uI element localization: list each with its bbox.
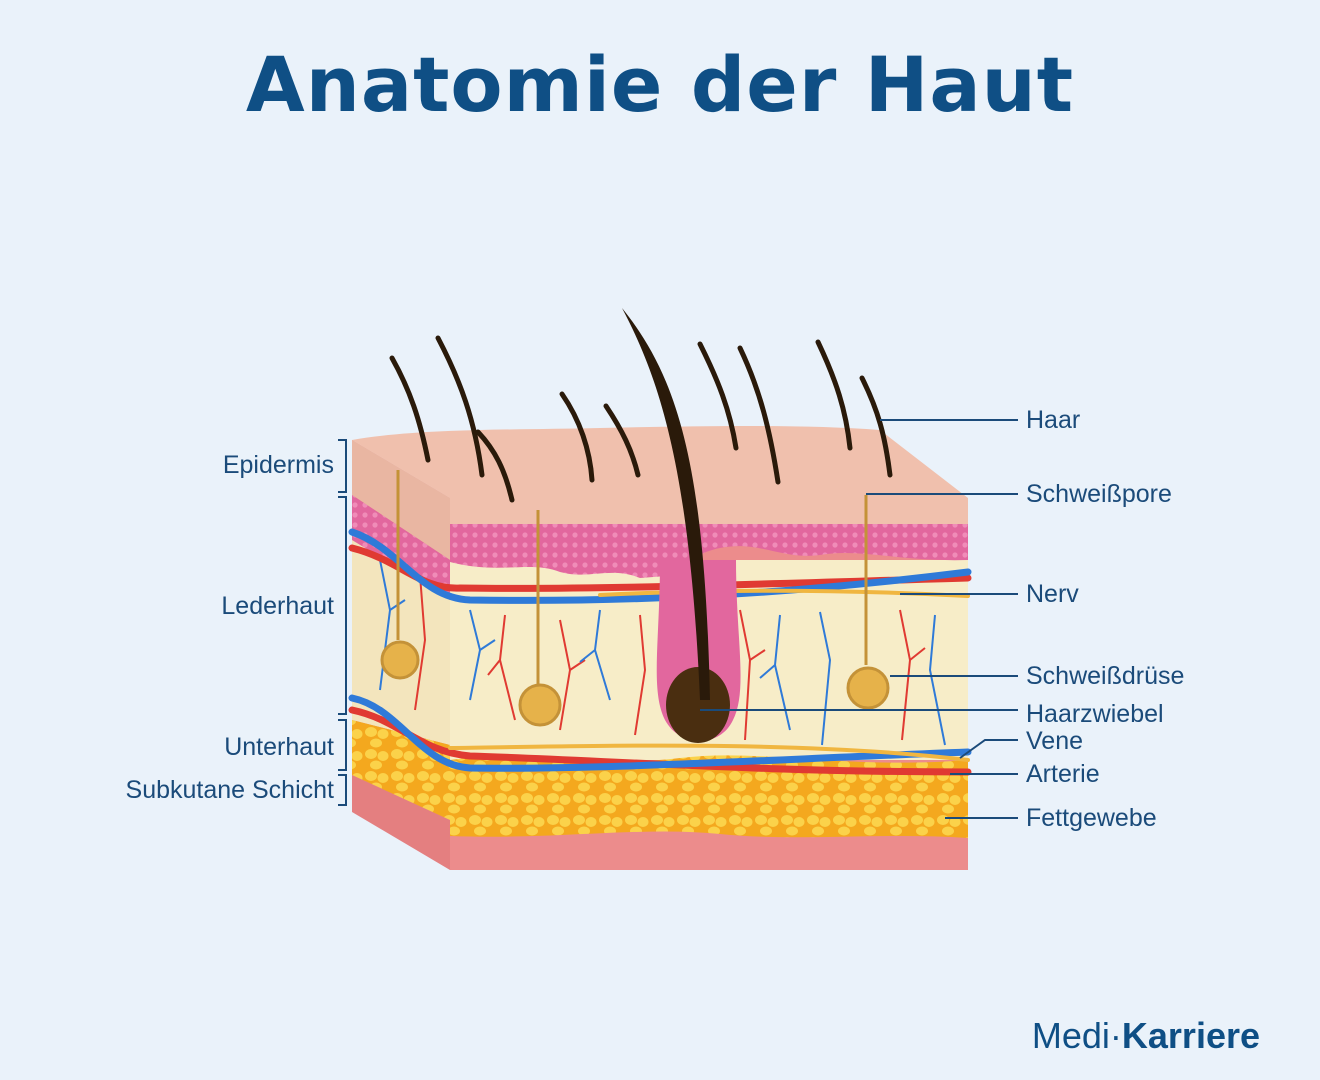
label-lederhaut: Lederhaut: [221, 592, 334, 620]
label-haarzwiebel: Haarzwiebel: [1026, 700, 1164, 728]
label-subkutane-schicht: Subkutane Schicht: [125, 776, 334, 804]
brand-logo: Medi·Karriere: [1031, 1015, 1260, 1056]
label-schweissdruese: Schweißdrüse: [1026, 662, 1185, 690]
label-arterie: Arterie: [1026, 760, 1100, 788]
label-haar: Haar: [1026, 406, 1081, 434]
brand-part1: Medi: [1031, 1015, 1110, 1056]
label-schweisspore: Schweißpore: [1026, 480, 1172, 508]
label-unterhaut: Unterhaut: [224, 733, 334, 761]
capillaries: [379, 559, 946, 746]
hairs: [389, 335, 893, 503]
label-epidermis: Epidermis: [222, 451, 334, 479]
blood-vessels: [348, 528, 972, 776]
label-fettgewebe: Fettgewebe: [1026, 804, 1157, 832]
label-vene: Vene: [1026, 727, 1084, 755]
sweat-glands: [380, 470, 890, 727]
brand-part2: Karriere: [1121, 1015, 1260, 1056]
left-brackets: [338, 439, 347, 806]
leader-lines: [700, 419, 1018, 819]
page-title: Anatomie der Haut: [245, 40, 1075, 129]
hair-follicle: [622, 308, 741, 743]
top-face: [352, 426, 968, 498]
label-nerv: Nerv: [1026, 580, 1079, 608]
